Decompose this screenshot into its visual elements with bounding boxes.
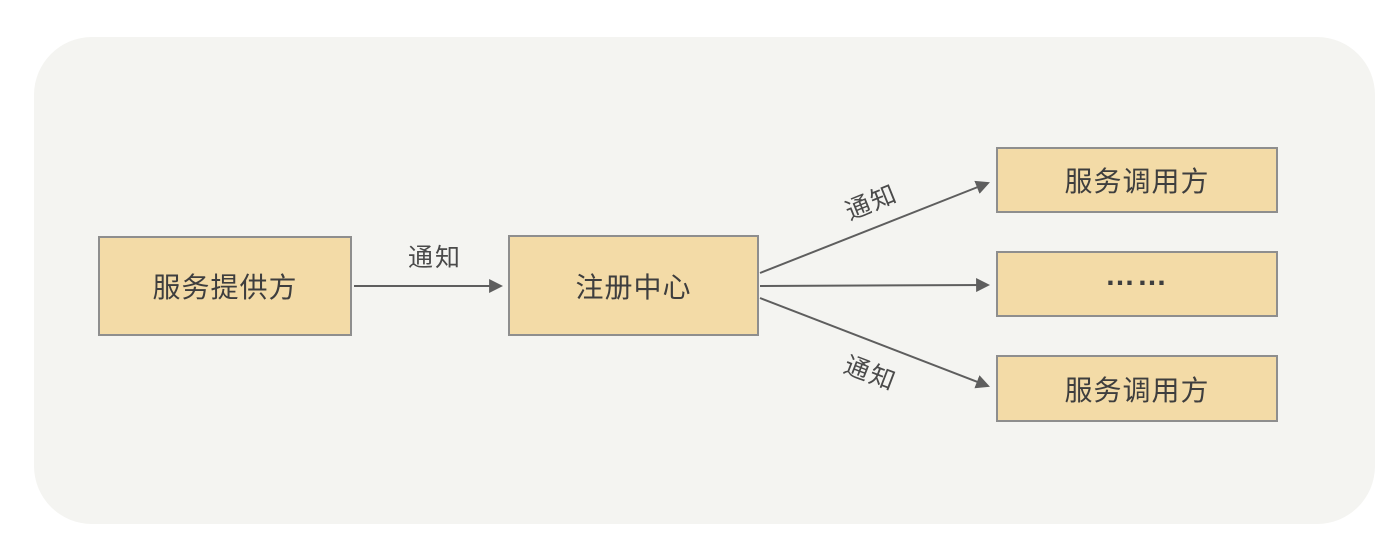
node-service-caller-bottom-label: 服务调用方 <box>1064 374 1210 406</box>
node-service-caller-bottom: 服务调用方 <box>996 355 1278 422</box>
node-service-caller-top: 服务调用方 <box>996 147 1278 213</box>
edge-label-notify-provider: 通知 <box>407 244 463 272</box>
node-service-caller-top-label: 服务调用方 <box>1064 166 1210 197</box>
node-ellipsis: …… <box>996 251 1278 317</box>
node-registry-center: 注册中心 <box>508 235 759 336</box>
node-service-provider: 服务提供方 <box>98 236 352 336</box>
node-registry-center-label: 注册中心 <box>575 271 692 303</box>
node-ellipsis-label: …… <box>1105 259 1169 292</box>
arrow-registry-to-ellipsis <box>759 278 991 293</box>
node-service-provider-label: 服务提供方 <box>152 272 298 303</box>
arrow-registry-to-caller-top <box>759 180 990 274</box>
arrow-registry-to-caller-bottom <box>759 297 990 389</box>
